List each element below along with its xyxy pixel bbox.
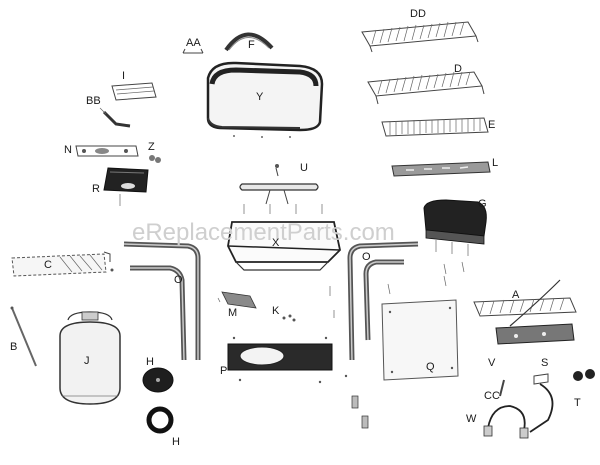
part-s-valve <box>533 373 549 385</box>
label-e: E <box>488 119 495 131</box>
part-o-right-frame <box>347 241 419 361</box>
label-cc: CC <box>484 390 500 402</box>
label-v: V <box>488 357 496 369</box>
part-g-side-burner-lid <box>423 199 487 275</box>
label-k: K <box>272 305 280 317</box>
part-f-handle <box>224 32 274 52</box>
part-z-knobs <box>149 155 161 163</box>
label-x: X <box>272 237 280 249</box>
part-o-left-frame <box>123 241 201 361</box>
part-h-grease-cup <box>142 367 174 393</box>
part-e-cooking-grate <box>381 117 489 137</box>
label-o-right: O <box>362 251 371 263</box>
part-k-hardware <box>282 286 335 322</box>
label-dd: DD <box>410 8 426 20</box>
label-l: L <box>492 157 498 169</box>
part-i-grate <box>111 82 157 101</box>
part-w-hose <box>483 383 554 439</box>
watermark: eReplacementParts.com <box>132 219 395 246</box>
part-c-side-shelf <box>11 251 114 277</box>
part-j-propane-tank <box>59 311 121 405</box>
label-h-bottom: H <box>172 436 180 448</box>
part-t-knobs <box>573 369 595 381</box>
label-c: C <box>44 259 52 271</box>
part-b-rod <box>10 306 37 367</box>
label-z: Z <box>148 141 155 153</box>
part-dd-warming-rack <box>361 21 479 53</box>
label-j: J <box>84 355 90 367</box>
part-p-bottom-tray <box>227 336 333 384</box>
part-a-side-burner <box>473 279 577 345</box>
label-h-top: H <box>146 356 154 368</box>
part-r-control-panel <box>103 167 149 206</box>
part-aa <box>182 48 204 54</box>
part-bolts <box>344 374 369 429</box>
label-a: A <box>512 289 520 301</box>
part-l-heat-plate <box>391 161 491 177</box>
label-o-left: O <box>174 274 183 286</box>
label-d: D <box>454 63 462 75</box>
part-x-firebox <box>227 204 341 271</box>
label-i: I <box>122 70 125 82</box>
label-t: T <box>574 397 581 409</box>
label-aa: AA <box>186 37 201 49</box>
label-m: M <box>228 307 237 319</box>
label-r: R <box>92 183 100 195</box>
label-b: B <box>10 341 17 353</box>
label-n: N <box>64 144 72 156</box>
part-n-control-bracket <box>75 145 139 157</box>
part-y-lid <box>206 61 324 138</box>
part-d-rack <box>367 71 485 105</box>
part-cc-fitting <box>499 379 505 397</box>
label-u: U <box>300 162 308 174</box>
part-bb-igniter <box>99 107 131 128</box>
label-q: Q <box>426 361 435 373</box>
part-m-plate <box>217 291 257 309</box>
label-bb: BB <box>86 95 101 107</box>
label-g: G <box>478 198 487 210</box>
label-p: P <box>220 365 227 377</box>
part-h-ring <box>146 406 174 434</box>
label-s: S <box>541 357 548 369</box>
part-q-panel <box>381 275 459 381</box>
label-y: Y <box>256 91 264 103</box>
part-u-burner <box>239 164 319 205</box>
label-f: F <box>248 39 255 51</box>
label-w: W <box>466 413 477 425</box>
